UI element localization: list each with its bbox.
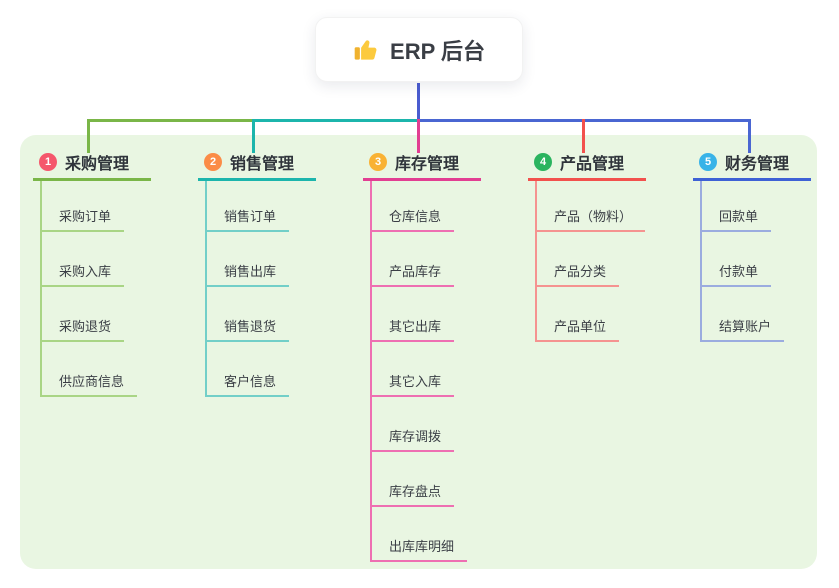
child-node[interactable]: 产品单位 xyxy=(535,305,620,342)
child-node[interactable]: 供应商信息 xyxy=(40,360,138,397)
child-node[interactable]: 采购订单 xyxy=(40,195,125,232)
child-node[interactable]: 结算账户 xyxy=(700,305,785,342)
child-node[interactable]: 产品（物料） xyxy=(535,195,646,232)
connector-drop-purchase xyxy=(87,119,90,153)
branch-badge: 3 xyxy=(369,153,387,171)
thumbs-up-icon xyxy=(354,40,377,60)
child-node[interactable]: 回款单 xyxy=(700,195,772,232)
root-node-label: ERP 后台 xyxy=(390,38,485,64)
connector-drop-sales xyxy=(252,119,255,153)
branch-node-finance[interactable]: 5 财务管理 xyxy=(693,146,811,181)
branch-label: 产品管理 xyxy=(560,156,625,173)
connector-root-stem xyxy=(417,83,420,119)
child-node[interactable]: 产品库存 xyxy=(370,250,455,287)
branch-node-purchase[interactable]: 1 采购管理 xyxy=(33,146,151,181)
child-node[interactable]: 采购入库 xyxy=(40,250,125,287)
connector-children-purchase xyxy=(40,181,42,397)
connector-drop-finance xyxy=(748,119,751,153)
child-node[interactable]: 库存盘点 xyxy=(370,470,455,507)
child-node[interactable]: 销售订单 xyxy=(205,195,290,232)
connector-children-sales xyxy=(205,181,207,397)
child-node[interactable]: 销售出库 xyxy=(205,250,290,287)
child-node[interactable]: 产品分类 xyxy=(535,250,620,287)
child-node[interactable]: 销售退货 xyxy=(205,305,290,342)
connector-children-product xyxy=(535,181,537,342)
child-node[interactable]: 付款单 xyxy=(700,250,772,287)
branch-label: 采购管理 xyxy=(65,156,130,173)
child-node[interactable]: 仓库信息 xyxy=(370,195,455,232)
branch-node-sales[interactable]: 2 销售管理 xyxy=(198,146,316,181)
branch-badge: 1 xyxy=(39,153,57,171)
branch-label: 库存管理 xyxy=(395,156,460,173)
root-node[interactable]: ERP 后台 xyxy=(315,17,523,82)
child-node[interactable]: 客户信息 xyxy=(205,360,290,397)
branch-label: 财务管理 xyxy=(725,156,790,173)
branch-node-inventory[interactable]: 3 库存管理 xyxy=(363,146,481,181)
connector-children-inventory xyxy=(370,181,372,562)
branch-badge: 4 xyxy=(534,153,552,171)
branch-node-product[interactable]: 4 产品管理 xyxy=(528,146,646,181)
child-node[interactable]: 出库库明细 xyxy=(370,525,468,562)
connector-drop-product xyxy=(582,119,585,153)
branch-badge: 2 xyxy=(204,153,222,171)
mindmap-canvas xyxy=(20,135,817,569)
connector-bus-purchase xyxy=(87,119,255,122)
child-node[interactable]: 库存调拨 xyxy=(370,415,455,452)
connector-children-finance xyxy=(700,181,702,342)
branch-badge: 5 xyxy=(699,153,717,171)
connector-drop-inventory xyxy=(417,119,420,153)
child-node[interactable]: 其它出库 xyxy=(370,305,455,342)
connector-bus-sales xyxy=(252,119,420,122)
child-node[interactable]: 其它入库 xyxy=(370,360,455,397)
branch-label: 销售管理 xyxy=(230,156,295,173)
child-node[interactable]: 采购退货 xyxy=(40,305,125,342)
